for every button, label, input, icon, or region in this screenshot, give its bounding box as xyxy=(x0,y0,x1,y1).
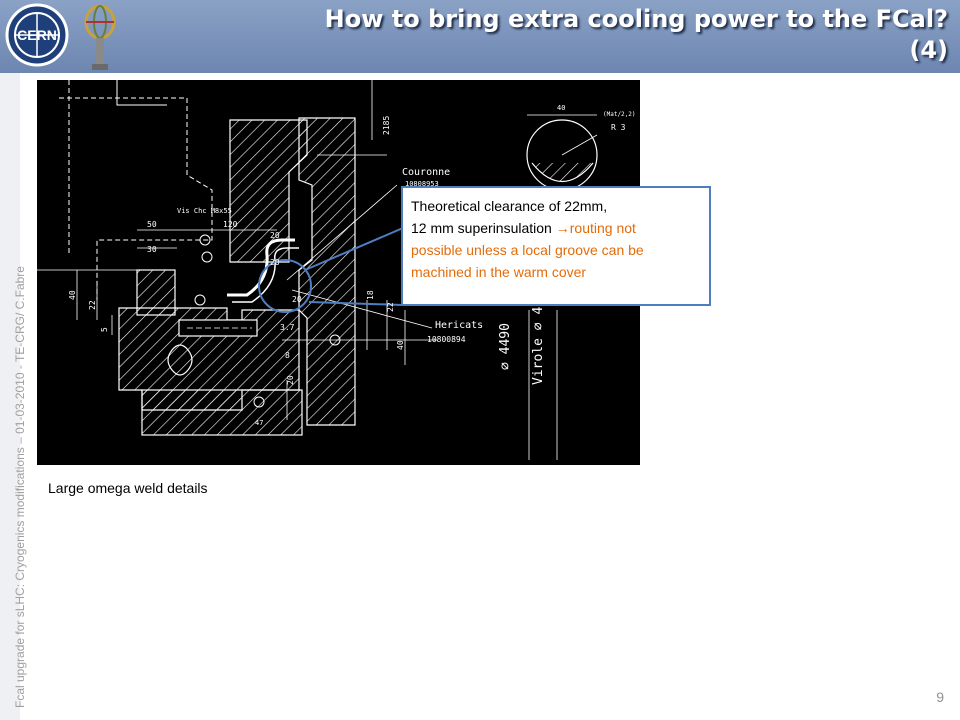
callout-leader xyxy=(308,301,404,306)
page-number: 9 xyxy=(936,689,944,705)
callout-line-4: machined in the warm cover xyxy=(411,264,587,280)
item-bubble xyxy=(199,234,211,246)
slide-title: How to bring extra cooling power to the … xyxy=(324,5,948,64)
callout-box: Theoretical clearance of 22mm, 12 mm sup… xyxy=(401,186,711,306)
arrow-icon: → xyxy=(555,220,570,236)
svg-text:CERN: CERN xyxy=(17,27,57,43)
item-bubble xyxy=(201,251,213,263)
dim-diameter-4490: ∅ 4490 xyxy=(498,323,513,370)
cern-logo: CERN xyxy=(5,3,69,67)
dim-20: 20 xyxy=(270,231,280,240)
svg-text:18: 18 xyxy=(366,290,375,300)
footer-vertical-text: Fcal upgrade for sLHC: Cryogenics modifi… xyxy=(13,266,27,708)
callout-line-1: Theoretical clearance of 22mm, xyxy=(411,198,608,214)
figure-caption: Large omega weld details xyxy=(48,480,208,496)
dim-120: 120 xyxy=(223,220,238,229)
dim-3-7: 3.7 xyxy=(280,323,295,332)
dim-40-top: 40 xyxy=(557,104,565,112)
item-bubble xyxy=(194,294,206,306)
omega-weld xyxy=(227,238,295,297)
dim-20: 20 xyxy=(292,295,302,304)
svg-text:22: 22 xyxy=(88,300,97,310)
hatched-block-bottom xyxy=(141,389,303,436)
dim-2185: 2185 xyxy=(382,116,391,135)
svg-text:22: 22 xyxy=(386,302,395,312)
dim-40-left: 40 xyxy=(68,290,77,300)
dim-22-left: 22 xyxy=(88,300,97,310)
item-bubble xyxy=(329,334,341,346)
svg-text:40: 40 xyxy=(68,290,77,300)
svg-text:5: 5 xyxy=(100,327,109,332)
hatched-block-left xyxy=(136,269,176,316)
dashed-outline xyxy=(59,97,213,300)
dim-50: 50 xyxy=(147,220,157,229)
side-strip xyxy=(0,73,20,720)
svg-text:2185: 2185 xyxy=(382,116,391,135)
svg-text:40: 40 xyxy=(396,340,405,350)
spring-detail xyxy=(167,344,193,376)
item-bubble xyxy=(253,396,265,408)
callout-line-3: possible unless a local groove can be xyxy=(411,242,644,258)
outline-line xyxy=(116,80,167,106)
label-couronne-ref: 10808953 xyxy=(405,180,439,188)
label-vis: Vis Chc M8x55 xyxy=(177,207,232,215)
callout-line-2: 12 mm superinsulation →routing not xyxy=(411,220,636,236)
title-bar: CERN How to bring extra cooling power to… xyxy=(0,0,960,73)
atlas-logo xyxy=(84,4,116,70)
dim-5: 5 xyxy=(100,327,109,332)
dim-20: 20 xyxy=(270,258,280,267)
dim-18: 18 xyxy=(366,290,375,300)
svg-text:∅ 4490: ∅ 4490 xyxy=(498,323,513,370)
svg-text:Virole ∅ 453: Virole ∅ 453 xyxy=(531,291,546,385)
label-mat: (Mat/2,2) xyxy=(603,111,636,118)
label-virole: Virole ∅ 453 xyxy=(531,291,546,385)
dim-22-right: 22 xyxy=(386,302,395,312)
callout-leader xyxy=(304,227,404,271)
dim-20-lower: 20 xyxy=(286,375,295,385)
dim-40-right: 40 xyxy=(396,340,405,350)
dim-30: 30 xyxy=(147,245,157,254)
label-helicats-ref: 10800894 xyxy=(427,335,466,344)
label-couronne: Couronne xyxy=(402,167,450,178)
label-r3: R 3 xyxy=(611,123,626,132)
dim-8: 8 xyxy=(285,351,290,360)
label-helicats: Hericats xyxy=(435,320,483,331)
dim-47: 47 xyxy=(255,419,263,427)
highlight-circle xyxy=(258,259,312,313)
svg-text:20: 20 xyxy=(286,375,295,385)
